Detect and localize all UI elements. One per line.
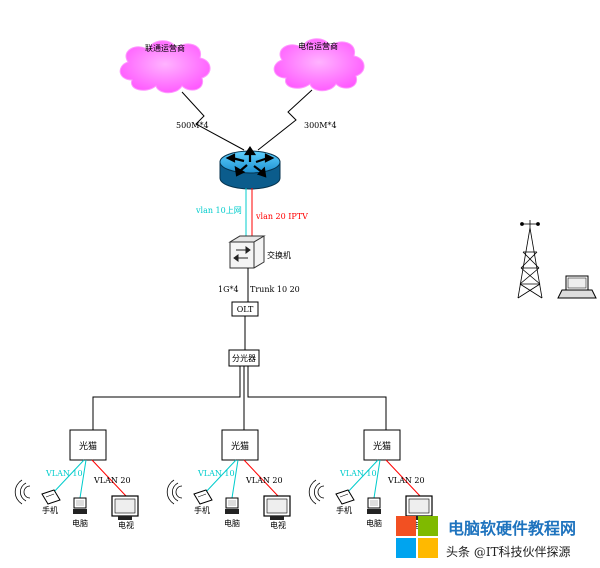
watermark-subtitle: 头条 @IT科技伙伴探源: [446, 545, 571, 559]
tv-icon: [111, 495, 139, 520]
vlan10-label: VLAN 10: [197, 469, 235, 478]
vlan10-line: [203, 459, 237, 495]
right-cloud-label: 电信运营商: [298, 41, 338, 51]
phone-label: 手机: [42, 505, 58, 515]
left-wan-link: [181, 91, 245, 151]
laptop-icon: [557, 275, 597, 299]
wifi-signal-icon: [14, 479, 31, 505]
isp-cloud-right: [273, 38, 365, 92]
windows-logo-icon: [396, 516, 438, 558]
vlan10-uplink-label: vlan 10上网: [195, 206, 242, 215]
phone-icon: [335, 489, 355, 505]
watermark-title: 电脑软硬件教程网: [448, 519, 576, 538]
vlan10-pc-line: [79, 459, 87, 499]
vlan10-pc-line: [231, 459, 239, 499]
tv-icon: [263, 495, 291, 520]
phone-icon: [41, 489, 61, 505]
uplink-speed-label: 1G*4: [218, 285, 239, 294]
vlan10-label: VLAN 10: [339, 469, 377, 478]
pc-icon: [73, 497, 87, 514]
onu-box: [69, 429, 107, 461]
phone-icon: [193, 489, 213, 505]
vlan20-label: VLAN 20: [93, 476, 131, 485]
onu-label: 光猫: [373, 440, 391, 452]
pc-label: 电脑: [366, 518, 382, 528]
pc-icon: [225, 497, 239, 514]
vlan20-line: [243, 459, 279, 497]
splitter-label: 分光器: [232, 353, 256, 363]
pc-icon: [367, 497, 381, 514]
wifi-signal-icon: [166, 479, 183, 505]
vlan20-uplink-label: vlan 20 IPTV: [255, 212, 308, 221]
onu-group: 光猫 VLAN 10 VLAN 20 手机 电脑: [308, 429, 433, 530]
trunk-label: Trunk 10 20: [250, 285, 300, 294]
wifi-signal-icon: [308, 479, 325, 505]
right-wan-link: [257, 89, 313, 151]
left-link-label: 500M*4: [176, 121, 209, 130]
left-cloud-label: 联通运营商: [145, 43, 185, 53]
onu-box: [221, 429, 259, 461]
pc-label: 电脑: [72, 518, 88, 528]
watermark: 电脑软硬件教程网 头条 @IT科技伙伴探源: [396, 516, 576, 559]
vlan20-line: [91, 459, 127, 497]
onu-group: 光猫 VLAN 10 VLAN 20 手机 电脑: [14, 429, 139, 530]
right-link-label: 300M*4: [304, 121, 337, 130]
onu-label: 光猫: [231, 440, 249, 452]
phone-label: 手机: [194, 505, 210, 515]
tv-label: 电视: [270, 520, 286, 530]
switch-icon: [228, 235, 266, 269]
antenna-tower-icon: [517, 220, 543, 299]
onu-group: 光猫 VLAN 10 VLAN 20 手机 电脑: [166, 429, 291, 530]
vlan10-line: [51, 459, 85, 495]
vlan10-label: VLAN 10: [45, 469, 83, 478]
isp-cloud-left: [119, 40, 211, 94]
vlan20-label: VLAN 20: [387, 476, 425, 485]
splitter-distribution-lines: [92, 366, 387, 430]
onu-groups: 光猫 VLAN 10 VLAN 20 手机 电脑: [14, 429, 433, 530]
router-icon: [219, 146, 281, 190]
vlan10-pc-line: [373, 459, 381, 499]
vlan10-line: [345, 459, 379, 495]
tv-label: 电视: [118, 520, 134, 530]
switch-label: 交换机: [267, 250, 291, 260]
olt-label: OLT: [237, 305, 254, 314]
onu-box: [363, 429, 401, 461]
vlan20-label: VLAN 20: [245, 476, 283, 485]
pc-label: 电脑: [224, 518, 240, 528]
phone-label: 手机: [336, 505, 352, 515]
vlan20-line: [385, 459, 421, 497]
onu-label: 光猫: [79, 440, 97, 452]
